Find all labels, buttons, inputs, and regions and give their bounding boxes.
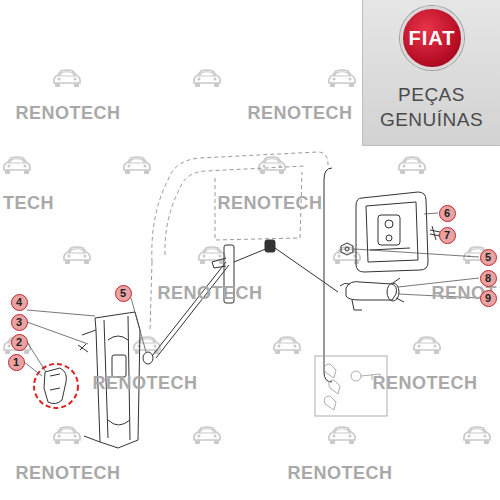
logo-text: FIAT [409, 27, 456, 50]
callout-number: 5 [115, 285, 132, 302]
callout-number: 2 [11, 334, 28, 351]
watermark: RENOTECH [15, 464, 120, 482]
callout-number: 7 [439, 227, 456, 244]
callout-number: 3 [11, 314, 28, 331]
highlight-circle [34, 364, 78, 408]
watermark: RENOTECH [247, 104, 352, 122]
motor-part [44, 368, 66, 404]
brand-panel: PEÇAS GENUÍNAS FIAT [362, 0, 500, 146]
callout-number: 4 [11, 294, 28, 311]
callout-number: 6 [439, 205, 456, 222]
callout-number: 1 [8, 354, 25, 371]
brand-tagline: PEÇAS GENUÍNAS [369, 82, 494, 132]
watermark: RENOTECH [217, 194, 322, 212]
watermark: RENOTECH [372, 374, 477, 392]
callout-number: 5 [480, 249, 497, 266]
watermark: RENOTECH [287, 464, 392, 482]
watermark: TECH [3, 194, 54, 212]
watermark: RENOTECH [157, 284, 262, 302]
fiat-logo: FIAT [400, 6, 464, 70]
leader-lines [24, 213, 479, 376]
watermark: RENOTECH [15, 104, 120, 122]
callout-number: 8 [480, 270, 497, 287]
watermark: RENOTECH [92, 374, 197, 392]
door-handle-rod [152, 240, 338, 358]
callout-number: 9 [480, 290, 497, 307]
door-outline [150, 152, 328, 330]
bracket [324, 168, 332, 382]
